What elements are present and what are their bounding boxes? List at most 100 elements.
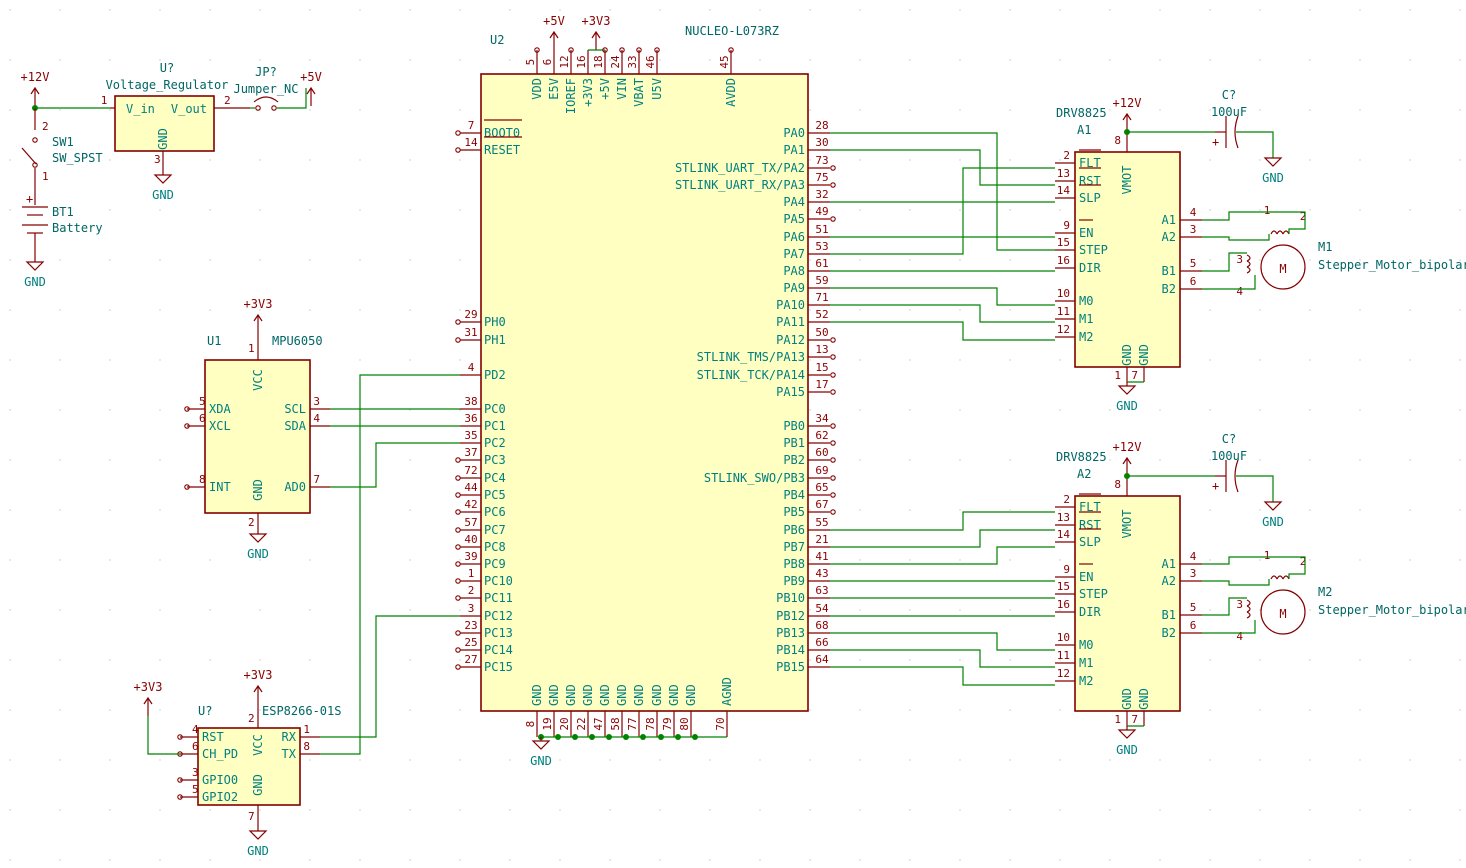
pin-name: GND [1137,688,1151,710]
grid-dot [259,609,261,611]
pin-name: EN [1079,570,1093,584]
grid-dot [1409,209,1411,211]
pin-number: 67 [815,498,828,511]
grid-dot [259,659,261,661]
pin-name: PA15 [776,385,805,399]
grid-dot [509,9,511,11]
coil-turn [1246,254,1251,262]
grid-dot [1459,509,1461,511]
cap-ref: C? [1222,432,1236,446]
grid-dot [1059,409,1061,411]
grid-dot [159,159,161,161]
junction-dot [640,734,646,740]
grid-dot [1009,209,1011,211]
grid-dot [559,809,561,811]
grid-dot [1459,859,1461,861]
jumper-value: Jumper_NC [233,82,298,96]
grid-dot [1209,609,1211,611]
pin-number: 2 [1063,493,1070,506]
power-label: +3V3 [244,297,273,311]
power-arrow [253,684,263,693]
grid-dot [1359,509,1361,511]
pin-number: 25 [464,636,477,649]
grid-dot [1009,709,1011,711]
grid-dot [1009,9,1011,11]
grid-dot [959,659,961,661]
nucleo-body [480,73,809,712]
pin-name: B2 [1162,626,1176,640]
gnd-symbol [153,174,173,184]
grid-dot [159,859,161,861]
grid-dot [1209,509,1211,511]
grid-dot [809,159,811,161]
grid-dot [859,259,861,261]
grid-dot [309,259,311,261]
grid-dot [1359,209,1361,211]
open-pin [455,544,461,550]
pin-number: 68 [815,619,828,632]
grid-dot [909,109,911,111]
pin-name: PA5 [783,212,805,226]
pin-name: GND [547,684,561,706]
pin-name: PA8 [783,264,805,278]
open-pin [177,794,183,800]
grid-dot [959,359,961,361]
power-label: +3V3 [582,14,611,28]
grid-dot [109,609,111,611]
grid-dot [959,409,961,411]
net-a1 [1202,556,1306,579]
pin-name: PC9 [484,557,506,571]
grid-dot [59,359,61,361]
pin-number: 1 [42,170,49,183]
open-pin [830,457,836,463]
pin-name: FLT [1079,156,1101,170]
motor-ref: M1 [1318,240,1332,254]
pin-number: 6 [1190,275,1197,288]
gnd-symbol [1117,729,1137,739]
pin-name: XCL [209,419,231,433]
pin-number: 15 [1057,580,1070,593]
pin-name: PC10 [484,574,513,588]
grid-dot [459,709,461,711]
grid-dot [59,509,61,511]
grid-dot [9,209,11,211]
pin-number: 7 [313,473,320,486]
reg-pin-vin: V_in [126,102,155,116]
pin-name: RST [202,730,224,744]
grid-dot [9,59,11,61]
open-pin [455,561,461,567]
grid-dot [1009,609,1011,611]
grid-dot [159,809,161,811]
reg-pin-vout: V_out [171,102,207,116]
grid-dot [1359,409,1361,411]
pin-name: STEP [1079,587,1108,601]
grid-dot [409,759,411,761]
esp8266-body [197,727,301,806]
grid-dot [9,259,11,261]
grid-dot [309,59,311,61]
grid-dot [59,9,61,11]
grid-dot [1109,459,1111,461]
pin-name: M2 [1079,330,1093,344]
grid-dot [409,409,411,411]
pin-number: 3 [468,602,475,615]
grid-dot [459,659,461,661]
grid-dot [459,859,461,861]
open-pin [619,47,625,53]
pin-name: CH_PD [202,747,238,761]
grid-dot [859,509,861,511]
pin-name: SLP [1079,535,1101,549]
pin-name: PB9 [783,574,805,588]
pin-name: PC6 [484,505,506,519]
pin-number: 19 [541,717,554,730]
pin-name: PB14 [776,643,805,657]
grid-dot [409,509,411,511]
grid-dot [1009,159,1011,161]
grid-dot [109,109,111,111]
open-pin [830,165,836,171]
grid-dot [809,109,811,111]
grid-dot [359,9,361,11]
grid-dot [859,809,861,811]
grid-dot [559,59,561,61]
grid-dot [1059,859,1061,861]
